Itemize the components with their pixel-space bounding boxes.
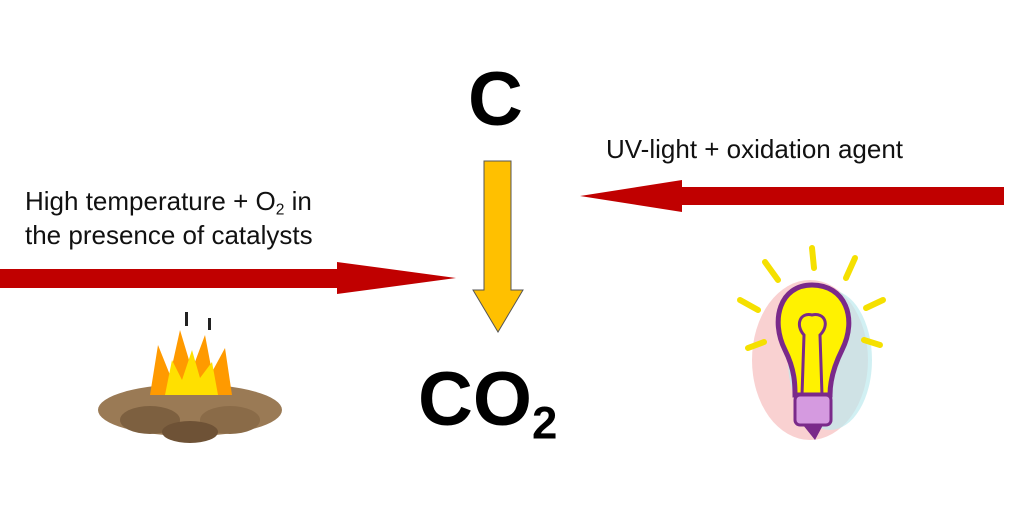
co2-label: CO2 [418,362,557,446]
line1-text: High temperature + O [25,186,276,216]
campfire-icon [98,312,282,443]
left-condition-line2: the presence of catalysts [25,220,313,250]
left-condition-label: High temperature + O2 in the presence of… [25,184,313,252]
left-red-arrow [0,262,456,294]
right-condition-label: UV-light + oxidation agent [606,134,904,164]
co2-main: CO [418,357,532,442]
carbon-label: C [468,57,523,142]
o2-subscript: 2 [275,201,285,219]
co2-subscript: 2 [532,397,558,449]
lightbulb-icon [737,245,886,440]
yellow-down-arrow [472,160,524,333]
left-condition-line1: High temperature + O2 in [25,184,313,218]
line1-suffix: in [284,186,312,216]
right-red-arrow [580,180,1004,212]
